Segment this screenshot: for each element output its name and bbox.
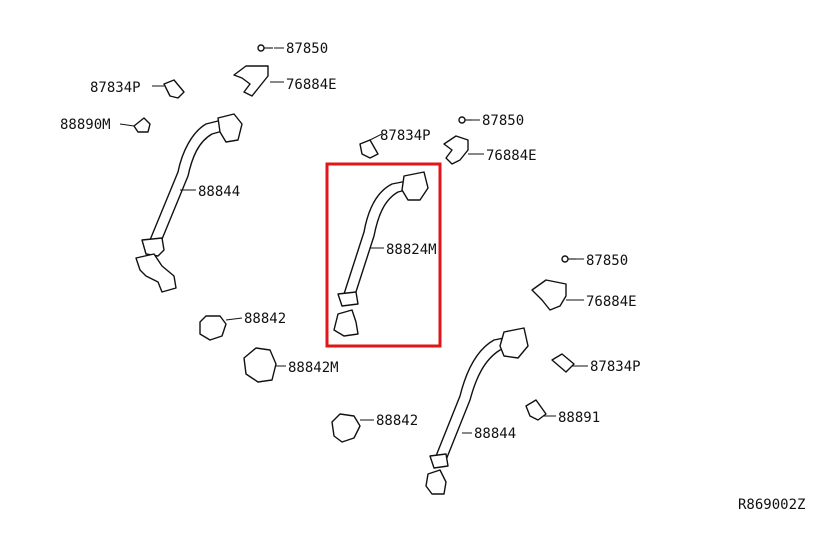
callout-88890m: 88890M <box>60 117 111 133</box>
clip-87834p-right[interactable] <box>551 353 575 373</box>
bolt-87850-center[interactable] <box>458 116 472 124</box>
diagram-code: R869002Z <box>738 497 805 513</box>
callout-88842m: 88842M <box>288 360 339 376</box>
callout-87850-center: 87850 <box>482 113 524 129</box>
seat-belt-88844-left[interactable] <box>135 113 243 293</box>
callout-76884e-center: 76884E <box>486 148 537 164</box>
callout-87834p-left: 87834P <box>90 80 141 96</box>
bracket-76884e-center[interactable] <box>443 135 469 165</box>
callout-87850-right: 87850 <box>586 253 628 269</box>
clip-87834p-center[interactable] <box>359 139 379 159</box>
clip-87834p-left[interactable] <box>163 79 185 99</box>
callout-76884e-left: 76884E <box>286 77 337 93</box>
bracket-76884e-right[interactable] <box>531 279 567 311</box>
callout-88891: 88891 <box>558 410 600 426</box>
seat-belt-88824m[interactable] <box>333 171 429 337</box>
callout-87850-left: 87850 <box>286 41 328 57</box>
callout-87834p-right: 87834P <box>590 359 641 375</box>
callout-88844-left: 88844 <box>198 184 240 200</box>
callout-76884e-right: 76884E <box>586 294 637 310</box>
part-88891[interactable] <box>525 399 547 421</box>
bolt-87850-right[interactable] <box>561 255 576 263</box>
callout-87834p-center: 87834P <box>380 128 431 144</box>
bracket-76884e-left[interactable] <box>233 65 269 97</box>
anchor-88842-left[interactable] <box>199 315 227 341</box>
anchor-88842m[interactable] <box>243 347 277 383</box>
anchor-88842-right[interactable] <box>331 413 361 443</box>
callout-88842-left: 88842 <box>244 311 286 327</box>
callout-88842-right: 88842 <box>376 413 418 429</box>
callout-88824m: 88824M <box>386 242 437 258</box>
seat-belt-88844-right[interactable] <box>425 327 529 495</box>
bolt-87850-left[interactable] <box>257 44 273 52</box>
part-88890m[interactable] <box>133 117 151 133</box>
highlight-box <box>325 162 442 348</box>
callout-88844-right: 88844 <box>474 426 516 442</box>
